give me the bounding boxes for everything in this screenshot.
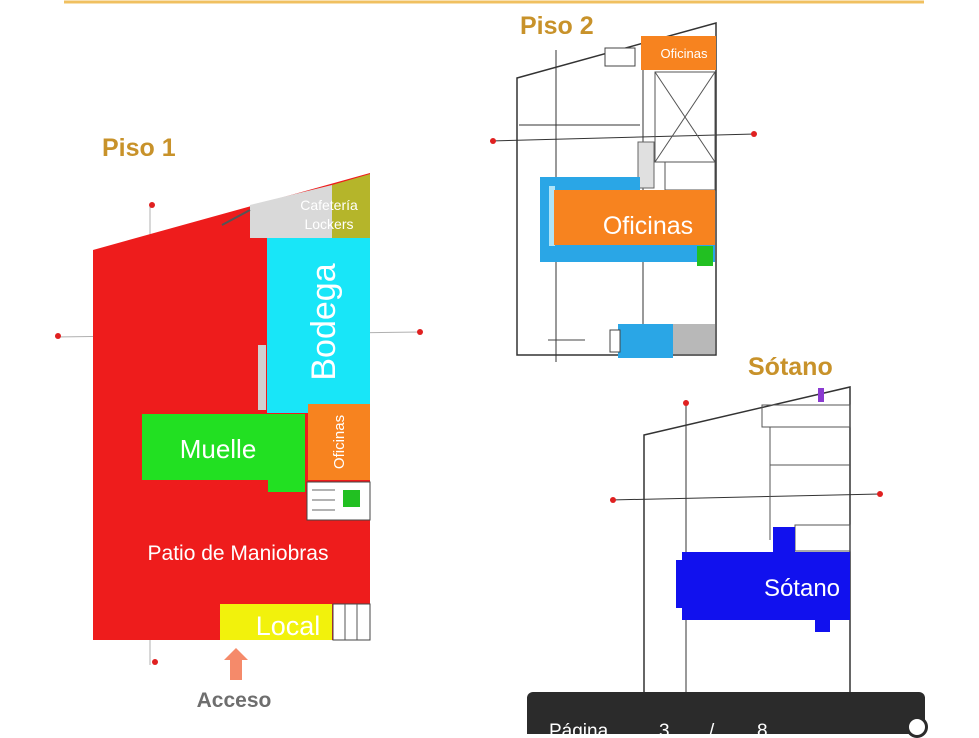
- zone-muelle: [142, 414, 305, 492]
- axis-marker: [877, 491, 883, 497]
- title-piso-1: Piso 1: [102, 134, 176, 162]
- zone-bodega: [267, 238, 370, 413]
- total-pages: 8: [757, 721, 768, 735]
- access-arrow-icon: [224, 648, 248, 680]
- axis-marker: [149, 202, 155, 208]
- zone-local: [220, 604, 332, 640]
- label-bodega: Bodega: [305, 263, 343, 380]
- title-sotano: Sótano: [748, 353, 833, 381]
- wall-detail: [258, 345, 266, 410]
- zone-piso-2-bottom-blue: [618, 324, 673, 358]
- axis-marker: [55, 333, 61, 339]
- wall-detail: [637, 141, 655, 189]
- room-detail: [609, 329, 621, 353]
- room-detail: [697, 246, 713, 266]
- axis-line: [489, 133, 756, 142]
- axis-line: [609, 493, 881, 501]
- stair-detail: [221, 209, 251, 226]
- zone-sotano: [676, 527, 850, 632]
- axis-marker: [152, 659, 158, 665]
- label-patio: Patio de Maniobras: [148, 542, 329, 565]
- plan-sotano: Sótano Sótano: [609, 353, 883, 734]
- label-acceso: Acceso: [197, 689, 272, 712]
- axis-marker: [683, 400, 689, 406]
- zone-piso-2-bottom-gray: [673, 324, 715, 354]
- plan-piso-1: Piso 1 Cafetería Lockers Bodega Oficinas…: [54, 134, 423, 712]
- corridor-detail: [549, 186, 555, 246]
- label-oficinas-piso-2-small: Oficinas: [661, 46, 708, 61]
- service-detail: [343, 490, 360, 507]
- zone-cafeteria-olive: [332, 174, 370, 238]
- axis-marker: [610, 497, 616, 503]
- room-detail: [664, 161, 716, 191]
- title-piso-2: Piso 2: [520, 12, 594, 40]
- room-detail: [818, 388, 824, 402]
- local-annex: [332, 603, 371, 641]
- zone-oficinas-piso-2-main: [554, 190, 715, 245]
- zone-oficinas-piso-2-small: [641, 36, 716, 70]
- label-oficinas-piso-2-main: Oficinas: [603, 212, 693, 240]
- zone-cafeteria-lockers: [250, 185, 332, 238]
- zone-oficinas-piso-1: [308, 404, 370, 480]
- label-muelle: Muelle: [180, 434, 257, 464]
- room-detail: [761, 404, 851, 428]
- label-lockers: Lockers: [304, 216, 353, 232]
- page-label: Página: [549, 721, 609, 735]
- axis-marker: [751, 131, 757, 137]
- zoom-icon[interactable]: [906, 716, 928, 738]
- axis-marker: [417, 329, 423, 335]
- void-diagonal: [654, 71, 716, 163]
- page-separator: /: [709, 721, 715, 735]
- label-oficinas-piso-1: Oficinas: [331, 415, 348, 469]
- current-page-number[interactable]: 3: [659, 721, 670, 735]
- service-block: [306, 481, 371, 521]
- label-local: Local: [256, 611, 321, 641]
- axis-marker: [490, 138, 496, 144]
- label-sotano: Sótano: [764, 575, 840, 602]
- label-cafeteria: Cafetería: [300, 197, 358, 213]
- plan-piso-2: Piso 2 Oficinas Oficinas: [489, 12, 757, 362]
- page-navigation-bar[interactable]: Página 3 / 8: [527, 692, 925, 734]
- stair-detail: [604, 47, 636, 67]
